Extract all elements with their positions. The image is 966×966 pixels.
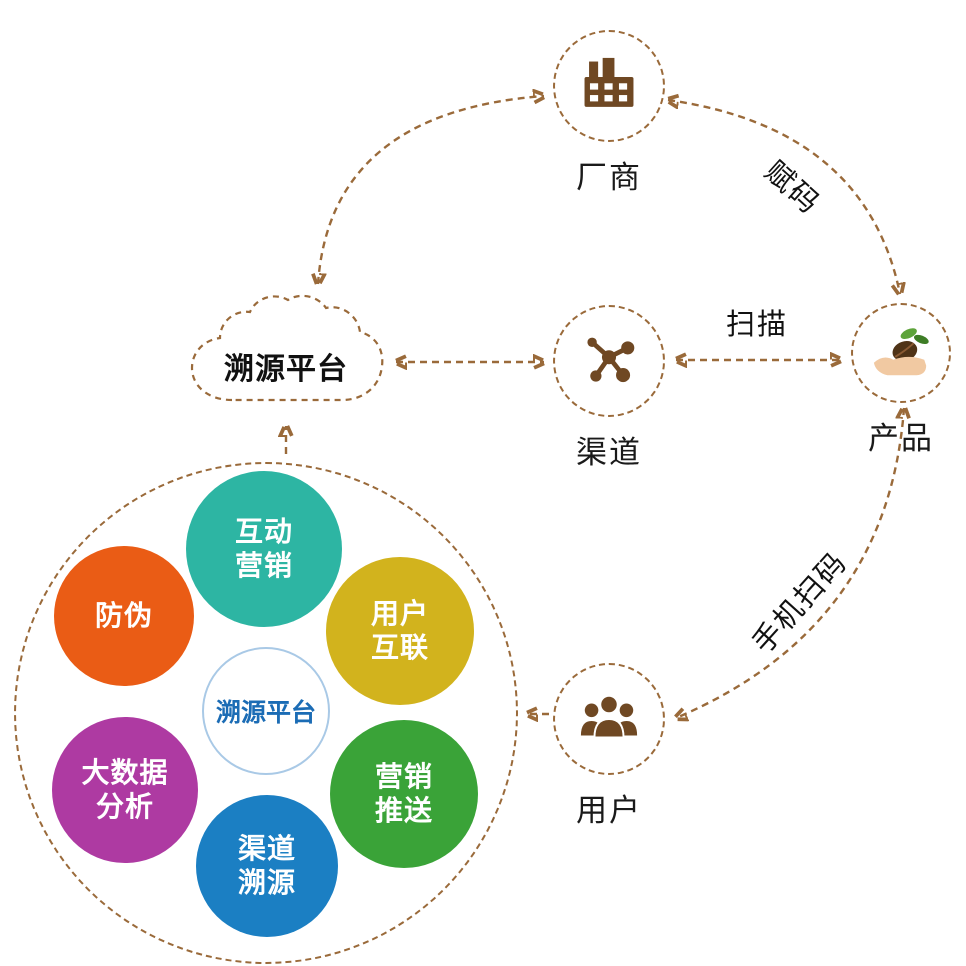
product-label: 产品 [868,421,934,456]
product-node: 产品 [851,303,951,458]
manufacturer-circle [553,30,665,142]
platform-cloud: 溯源平台 [180,292,392,424]
channel-label: 渠道 [576,435,642,470]
manufacturer-node: 厂商 [553,30,665,197]
factory-icon [584,57,634,107]
user-circle [553,663,665,775]
network-icon [587,337,635,383]
manufacturer-label: 厂商 [576,160,642,195]
edge-cloud-manufacturer [318,96,544,284]
bubble-interactive-marketing: 互动 营销 [186,471,342,627]
edge-label-assign-code: 赋码 [758,155,826,221]
edge-label-mobile-scan: 手机扫码 [746,546,854,660]
cloud-label: 溯源平台 [224,353,348,386]
product-circle [851,303,951,403]
bubble-big-data: 大数据 分析 [52,717,198,863]
hand-bean-icon [873,328,929,376]
user-node: 用户 [553,663,665,830]
edge-label-scan: 扫描 [726,309,789,341]
platform-center-circle: 溯源平台 [202,647,330,775]
channel-node: 渠道 [553,305,665,472]
user-label: 用户 [576,793,642,828]
people-icon [580,694,638,739]
channel-circle [553,305,665,417]
bubble-channel-trace: 渠道 溯源 [196,795,338,937]
bubble-anti-counterfeit: 防伪 [54,546,194,686]
cloud-shape-icon [190,294,384,402]
bubble-user-interconnect: 用户 互联 [326,557,474,705]
bubble-marketing-push: 营销 推送 [330,720,478,868]
